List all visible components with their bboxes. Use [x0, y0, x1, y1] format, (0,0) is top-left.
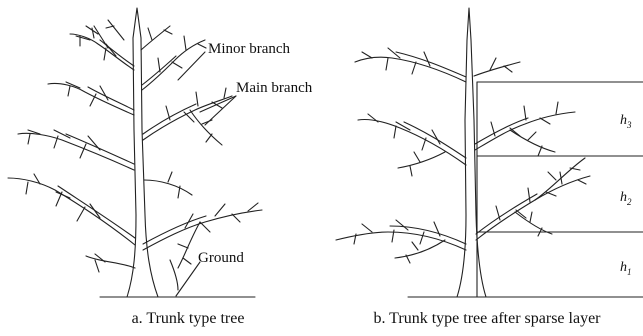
tree-a-minor-branch-leader [178, 52, 205, 80]
tree-a-left-branches [8, 20, 135, 272]
label-minor-branch: Minor branch [208, 41, 291, 57]
tree-a-trunk [127, 8, 158, 297]
tree-b [336, 8, 643, 297]
label-ground: Ground [198, 250, 244, 266]
height-label-h1: h1 [620, 260, 632, 277]
height-label-h3: h3 [620, 113, 632, 130]
tree-a-ground-leader [176, 262, 200, 296]
tree-b-trunk [457, 8, 486, 297]
tree-b-top-layer [355, 48, 520, 82]
tree-b-bottom-layer [336, 158, 590, 263]
caption-a: a. Trunk type tree [132, 310, 245, 327]
caption-b: b. Trunk type tree after sparse layer [373, 310, 601, 327]
tree-a-main-branch-leader-1 [200, 96, 236, 112]
height-label-h2: h2 [620, 190, 632, 207]
label-main-branch: Main branch [236, 80, 313, 96]
